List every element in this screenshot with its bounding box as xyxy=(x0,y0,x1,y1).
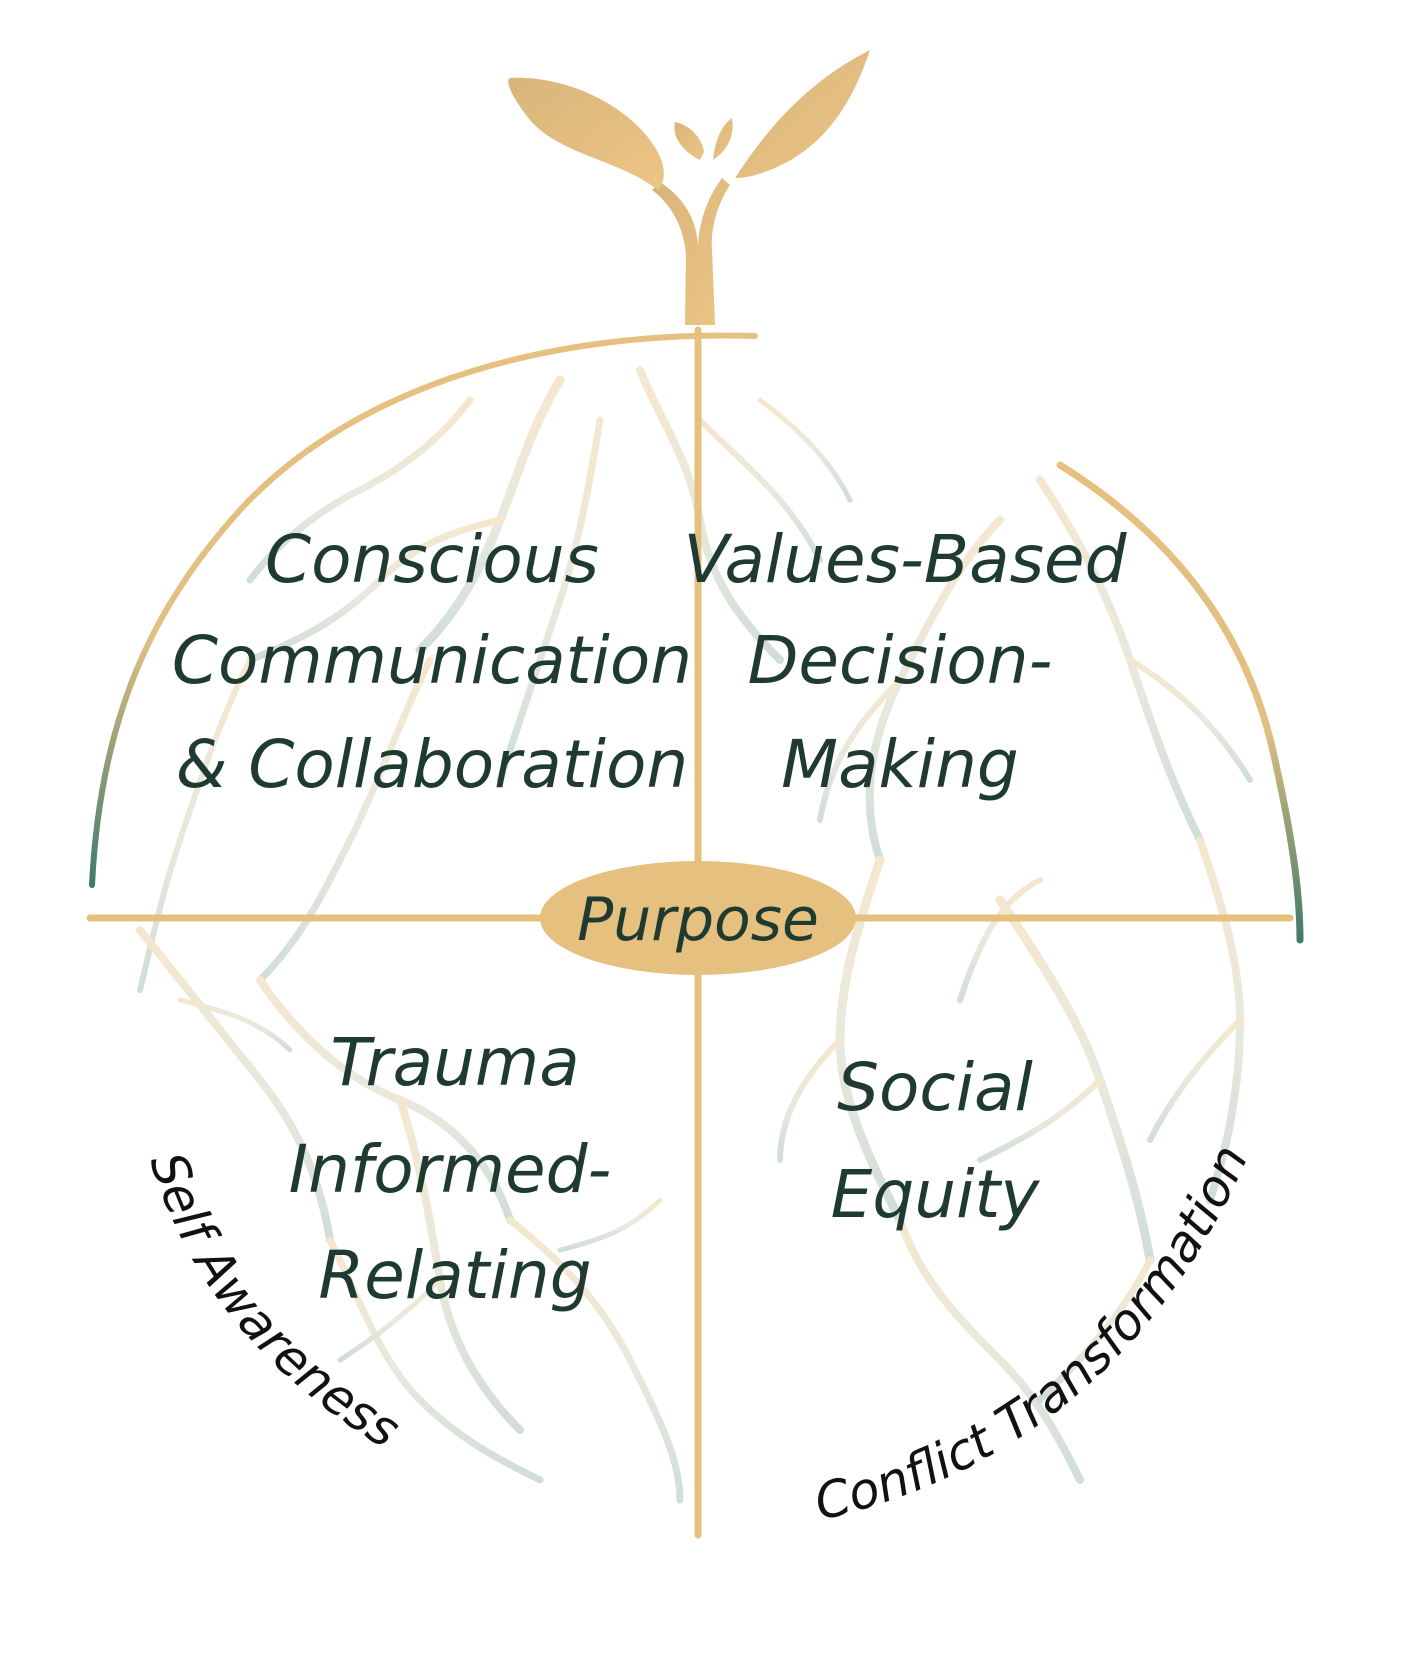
roots-illustration xyxy=(136,366,1253,1504)
quadrant-label-line: & Collaboration xyxy=(176,726,688,803)
quadrant-label-line: Decision- xyxy=(748,622,1053,699)
quadrant-label-line: Trauma xyxy=(330,1024,579,1101)
quadrant-label-line: Conscious xyxy=(265,521,599,598)
center-label: Purpose xyxy=(577,885,819,955)
sprout-icon xyxy=(508,50,870,325)
quadrant-label-line: Relating xyxy=(318,1237,591,1314)
quadrant-bottom-right: Social Equity xyxy=(831,1049,1041,1233)
quadrant-top-right: Values-Based Decision- Making xyxy=(684,521,1128,803)
quadrant-top-left: Conscious Communication & Collaboration xyxy=(172,521,692,803)
outer-rim xyxy=(89,332,1304,944)
quadrant-bottom-left: Trauma Informed- Relating xyxy=(289,1024,612,1314)
quadrant-label-line: Informed- xyxy=(289,1131,612,1208)
quadrant-label-line: Values-Based xyxy=(684,521,1128,598)
purpose-center: Purpose xyxy=(540,861,856,975)
quadrant-label-line: Social xyxy=(837,1049,1033,1126)
quadrant-label-line: Communication xyxy=(172,622,692,699)
quadrant-label-line: Equity xyxy=(831,1156,1041,1233)
quadrant-label-line: Making xyxy=(781,726,1019,803)
